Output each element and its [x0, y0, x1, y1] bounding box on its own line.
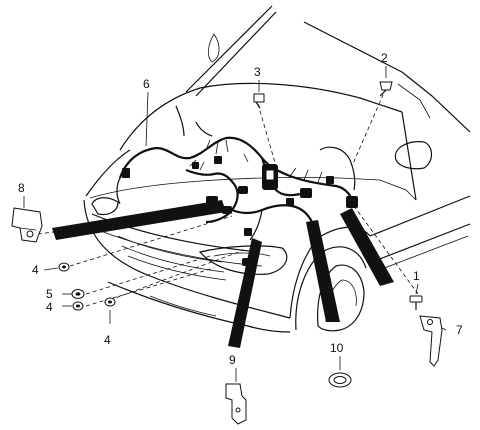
- part-grommet: [328, 356, 352, 388]
- callout-4-upper: 4: [32, 263, 39, 277]
- callout-5: 5: [46, 287, 53, 301]
- callout-leaders: [145, 91, 149, 147]
- callout-6: 6: [143, 77, 150, 91]
- pointer-bands: [52, 200, 394, 348]
- callout-4-lower: 4: [104, 333, 111, 347]
- part-nut-bottom: [104, 297, 116, 324]
- assembly-lines: [37, 87, 419, 307]
- callout-7: 7: [456, 323, 463, 337]
- callout-labels: 1 2 3 4 5 4 4 6 7 8 9 10: [18, 51, 463, 367]
- callout-2: 2: [381, 51, 388, 65]
- part-bracket-bottom: [225, 368, 247, 425]
- part-nut-upper: [43, 262, 70, 272]
- callout-9: 9: [229, 353, 236, 367]
- part-bolt: [409, 283, 423, 310]
- callout-4-middle: 4: [46, 300, 53, 314]
- part-clip-upper-right: [379, 66, 393, 97]
- pointer-band-right: [340, 208, 394, 286]
- pointer-band-left: [52, 200, 226, 240]
- part-flange-nut: [62, 289, 85, 299]
- pointer-band-lower: [228, 238, 262, 348]
- part-bracket-left: [11, 196, 43, 243]
- part-nut-lower: [62, 301, 84, 311]
- callout-8: 8: [18, 181, 25, 195]
- callout-3: 3: [254, 65, 261, 79]
- part-clip-center: [253, 80, 265, 109]
- callout-1: 1: [413, 269, 420, 283]
- pointer-band-center: [306, 220, 340, 322]
- part-bracket-right: [419, 315, 447, 367]
- wiring-harness: [116, 105, 358, 266]
- callout-10: 10: [330, 341, 344, 355]
